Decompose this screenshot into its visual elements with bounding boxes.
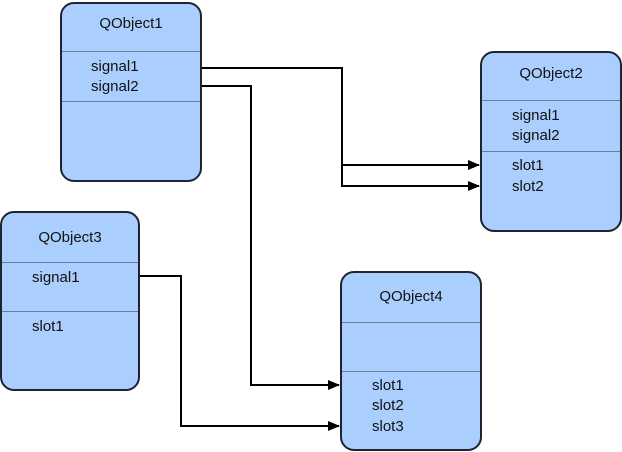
qobject1-signal1[interactable]: signal1 (91, 58, 139, 75)
connection-qobject3-signal1-to-qobject4-slot3 (139, 275, 340, 431)
qobject2-slot1[interactable]: slot1 (512, 157, 544, 174)
qobject3-separator-title (2, 262, 138, 263)
connection-qobject1-signal2-to-qobject4-slot1 (201, 85, 340, 390)
qobject4-title: QObject4 (379, 288, 443, 305)
qobject3-title: QObject3 (38, 229, 102, 246)
qobject3-separator-signals (2, 311, 138, 312)
qobject2-separator-signals (482, 151, 620, 152)
connection-qobject1-signal1-to-qobject2-slot2 (341, 165, 480, 191)
qobject4-separator-title (342, 322, 480, 323)
qobject2-slot2[interactable]: slot2 (512, 178, 544, 195)
qobject1-signal2[interactable]: signal2 (91, 78, 139, 95)
qobject4-slot2[interactable]: slot2 (372, 397, 404, 414)
qobject1-title: QObject1 (99, 15, 163, 32)
qobject1-box[interactable]: QObject1 signal1 signal2 (60, 2, 202, 182)
qobject1-separator-title (62, 51, 200, 52)
qobject2-separator-title (482, 100, 620, 101)
qobject2-title: QObject2 (519, 65, 583, 82)
qobject3-slot1[interactable]: slot1 (32, 318, 64, 335)
qobject1-separator-signals (62, 101, 200, 102)
qobject4-slot1[interactable]: slot1 (372, 377, 404, 394)
qobject4-separator-signals (342, 371, 480, 372)
connection-qobject1-signal1-to-qobject2-slot1 (201, 67, 480, 170)
qobject4-slot3[interactable]: slot3 (372, 418, 404, 435)
qobject2-signal1[interactable]: signal1 (512, 107, 560, 124)
qobject2-signal2[interactable]: signal2 (512, 127, 560, 144)
qobject2-box[interactable]: QObject2 signal1 signal2 slot1 slot2 (480, 51, 622, 232)
qobject4-box[interactable]: QObject4 slot1 slot2 slot3 (340, 271, 482, 451)
qobject3-signal1[interactable]: signal1 (32, 269, 80, 286)
qobject3-box[interactable]: QObject3 signal1 slot1 (0, 211, 140, 391)
